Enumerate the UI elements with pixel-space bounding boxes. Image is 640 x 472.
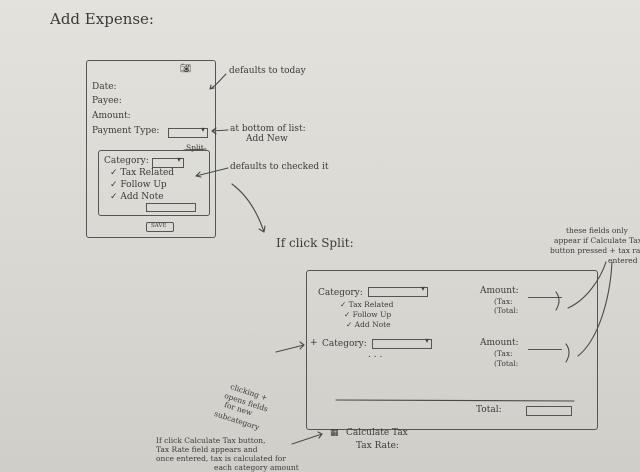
split-tax-related[interactable]: ✓ Tax Related <box>340 300 394 309</box>
page-title: Add Expense: <box>50 10 154 28</box>
note-calc-1: If click Calculate Tax button, <box>156 436 266 445</box>
note-payment-bottom-1: at bottom of list: <box>230 124 306 134</box>
calculator-icon[interactable]: ▦ <box>330 428 339 438</box>
follow-up-checkbox[interactable]: ✓ Follow Up <box>110 180 167 190</box>
note-fields-only-4: entered <box>608 256 638 265</box>
arrow-clicking <box>275 344 305 353</box>
split-ellipsis: . . . <box>368 350 383 360</box>
arrow-fields-1 <box>567 261 607 309</box>
arrow-to-split <box>231 183 265 233</box>
split-button[interactable]: Split <box>186 143 204 152</box>
note-fields-only-2: appear if Calculate Tax <box>554 236 640 245</box>
split-total-readout: (Total: <box>494 306 519 315</box>
add-note-checkbox[interactable]: ✓ Add Note <box>110 192 164 202</box>
grand-total-field <box>526 406 572 416</box>
calculate-tax-button[interactable]: Calculate Tax <box>346 428 408 438</box>
if-click-split-label: If click Split: <box>276 236 354 250</box>
save-button-label: SAVE <box>151 223 167 229</box>
split-category2-label: Category: <box>322 339 367 349</box>
category-label: Category: <box>104 156 149 166</box>
total-divider <box>335 399 575 402</box>
arrow-calc <box>291 433 323 445</box>
tax-related-checkbox[interactable]: ✓ Tax Related <box>110 168 175 178</box>
amount-label: Amount: <box>92 111 131 121</box>
arrow-payment <box>211 129 229 132</box>
payment-type-select[interactable] <box>168 125 208 138</box>
note-payment-bottom-2: Add New <box>246 134 288 144</box>
note-calc-3: once entered, tax is calculated for <box>156 454 286 463</box>
split-add-note[interactable]: ✓ Add Note <box>346 320 391 329</box>
note-fields-only-3: button pressed + tax rate <box>550 246 640 255</box>
note-checked-default: defaults to checked it <box>230 162 329 172</box>
split-panel <box>306 270 598 430</box>
split-category-select[interactable] <box>368 284 428 297</box>
split-tax2-readout: (Tax: <box>494 349 513 358</box>
arrow-date <box>209 73 227 90</box>
split-category2-select[interactable] <box>372 336 432 349</box>
grand-total-label: Total: <box>476 405 502 415</box>
split-amount2-input[interactable] <box>528 341 562 350</box>
note-calc-4: each category amount <box>214 463 299 472</box>
split-total2-readout: (Total: <box>494 359 519 368</box>
tax-rate-label: Tax Rate: <box>356 441 399 451</box>
date-label: Date: <box>92 82 117 92</box>
note-date-default: defaults to today <box>229 66 306 76</box>
add-subcategory-plus[interactable]: + <box>310 338 318 348</box>
split-amount-label: Amount: <box>480 286 519 296</box>
note-fields-only-1: these fields only <box>566 226 628 235</box>
payee-label: Payee: <box>92 96 122 106</box>
split-follow-up[interactable]: ✓ Follow Up <box>344 310 392 319</box>
arrow-checked <box>195 167 229 177</box>
category-group <box>98 150 210 216</box>
camera-icon[interactable]: 📷︎ <box>180 64 192 74</box>
payment-type-label: Payment Type: <box>92 126 160 136</box>
phone-frame <box>86 60 216 238</box>
note-calc-2: Tax Rate field appears and <box>156 445 258 454</box>
note-input[interactable] <box>146 203 196 212</box>
split-category-label: Category: <box>318 288 363 298</box>
save-button[interactable] <box>146 222 174 232</box>
split-tax-readout: (Tax: <box>494 297 513 306</box>
arrow-fields-2 <box>577 261 613 357</box>
category-select[interactable] <box>152 155 184 168</box>
split-amount2-label: Amount: <box>480 338 519 348</box>
split-amount-input[interactable] <box>528 289 562 298</box>
